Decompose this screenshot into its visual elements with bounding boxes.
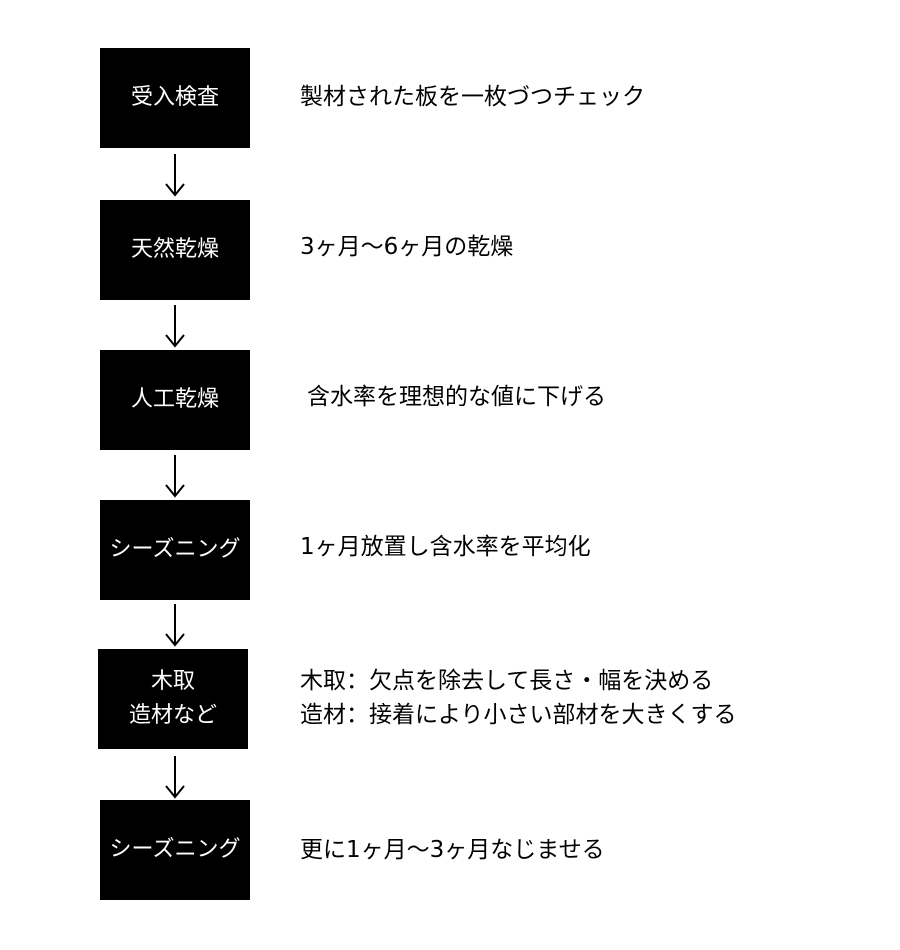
- step-description-2-line-1: 3ヶ月〜6ヶ月の乾燥: [300, 234, 514, 260]
- step-description-4-line-1: 1ヶ月放置し含水率を平均化: [300, 534, 591, 560]
- step-box-6: シーズニング: [100, 800, 250, 900]
- down-arrow-icon: [160, 303, 190, 349]
- step-label-3-line-1: 人工乾燥: [130, 387, 219, 412]
- step-description-6: 更に1ヶ月〜3ヶ月なじませる: [300, 833, 605, 867]
- step-description-5-line-1: 木取：欠点を除去して長さ・幅を決める: [300, 668, 714, 694]
- step-box-4: シーズニング: [100, 500, 250, 600]
- step-box-2: 天然乾燥: [100, 200, 250, 300]
- step-description-1: 製材された板を一枚づつチェック: [300, 80, 645, 114]
- step-description-1-line-1: 製材された板を一枚づつチェック: [300, 84, 645, 110]
- step-label-5-line-2: 造材など: [128, 703, 217, 728]
- down-arrow-icon: [160, 453, 190, 499]
- step-label-4-line-1: シーズニング: [109, 537, 241, 562]
- step-box-1: 受入検査: [100, 48, 250, 148]
- down-arrow-icon: [160, 602, 190, 648]
- step-label-6-line-1: シーズニング: [109, 837, 241, 862]
- down-arrow-icon: [160, 152, 190, 198]
- step-box-3: 人工乾燥: [100, 350, 250, 450]
- step-description-6-line-1: 更に1ヶ月〜3ヶ月なじませる: [300, 837, 605, 863]
- step-description-3-line-1: 含水率を理想的な値に下げる: [307, 384, 606, 410]
- step-description-3: 含水率を理想的な値に下げる: [307, 380, 606, 414]
- step-description-5-line-2: 造材：接着により小さい部材を大きくする: [300, 702, 737, 728]
- step-label-1-line-1: 受入検査: [130, 85, 219, 110]
- step-description-5: 木取：欠点を除去して長さ・幅を決める 造材：接着により小さい部材を大きくする: [300, 664, 737, 732]
- step-description-2: 3ヶ月〜6ヶ月の乾燥: [300, 230, 513, 264]
- step-description-4: 1ヶ月放置し含水率を平均化: [300, 530, 591, 564]
- step-label-2-line-1: 天然乾燥: [130, 237, 219, 262]
- step-label-5-line-1: 木取: [150, 669, 195, 694]
- down-arrow-icon: [160, 754, 190, 800]
- step-box-5: 木取 造材など: [98, 649, 248, 749]
